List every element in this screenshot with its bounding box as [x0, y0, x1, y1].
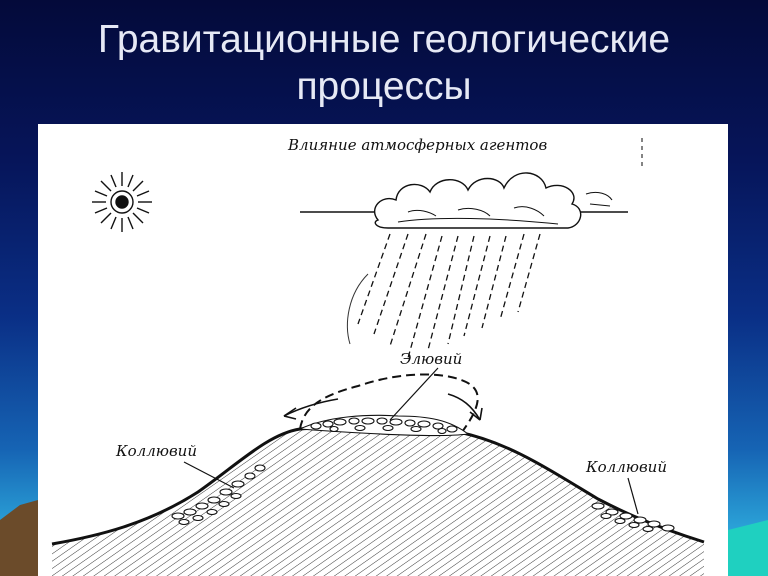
rain-cloud-icon: [300, 172, 628, 229]
original-surface-dashed: [299, 373, 479, 433]
label-eluvium: Элювий: [400, 350, 462, 368]
diagram-caption: Влияние атмосферных агентов: [287, 136, 547, 154]
hill-body: [52, 427, 704, 576]
eluvium-deposit: [297, 414, 470, 437]
title-line-2: процессы: [296, 65, 472, 108]
left-slide-arrow: [283, 398, 339, 420]
colluvium-left-deposit: [171, 464, 266, 526]
colluvium-left-pointer: [183, 461, 235, 489]
right-slide-arrow: [447, 393, 483, 421]
sun-icon: [92, 172, 152, 232]
diagram-panel: Влияние атмосферных агентов: [38, 124, 728, 576]
ground-hill-left: [0, 500, 38, 576]
eluvium-pointer: [389, 367, 439, 421]
rain-curve: [347, 273, 369, 345]
slide-title: Гравитационные геологические процессы: [0, 16, 768, 110]
gravity-processes-diagram: Влияние атмосферных агентов: [51, 136, 705, 576]
label-colluvium-right: Коллювий: [585, 458, 667, 476]
title-line-1: Гравитационные геологические: [97, 18, 671, 61]
ground-hill-right: [728, 520, 768, 576]
colluvium-right-deposit: [591, 502, 675, 533]
rain-streaks: [357, 233, 541, 359]
label-colluvium-left: Коллювий: [115, 442, 197, 460]
colluvium-right-pointer: [627, 477, 639, 515]
